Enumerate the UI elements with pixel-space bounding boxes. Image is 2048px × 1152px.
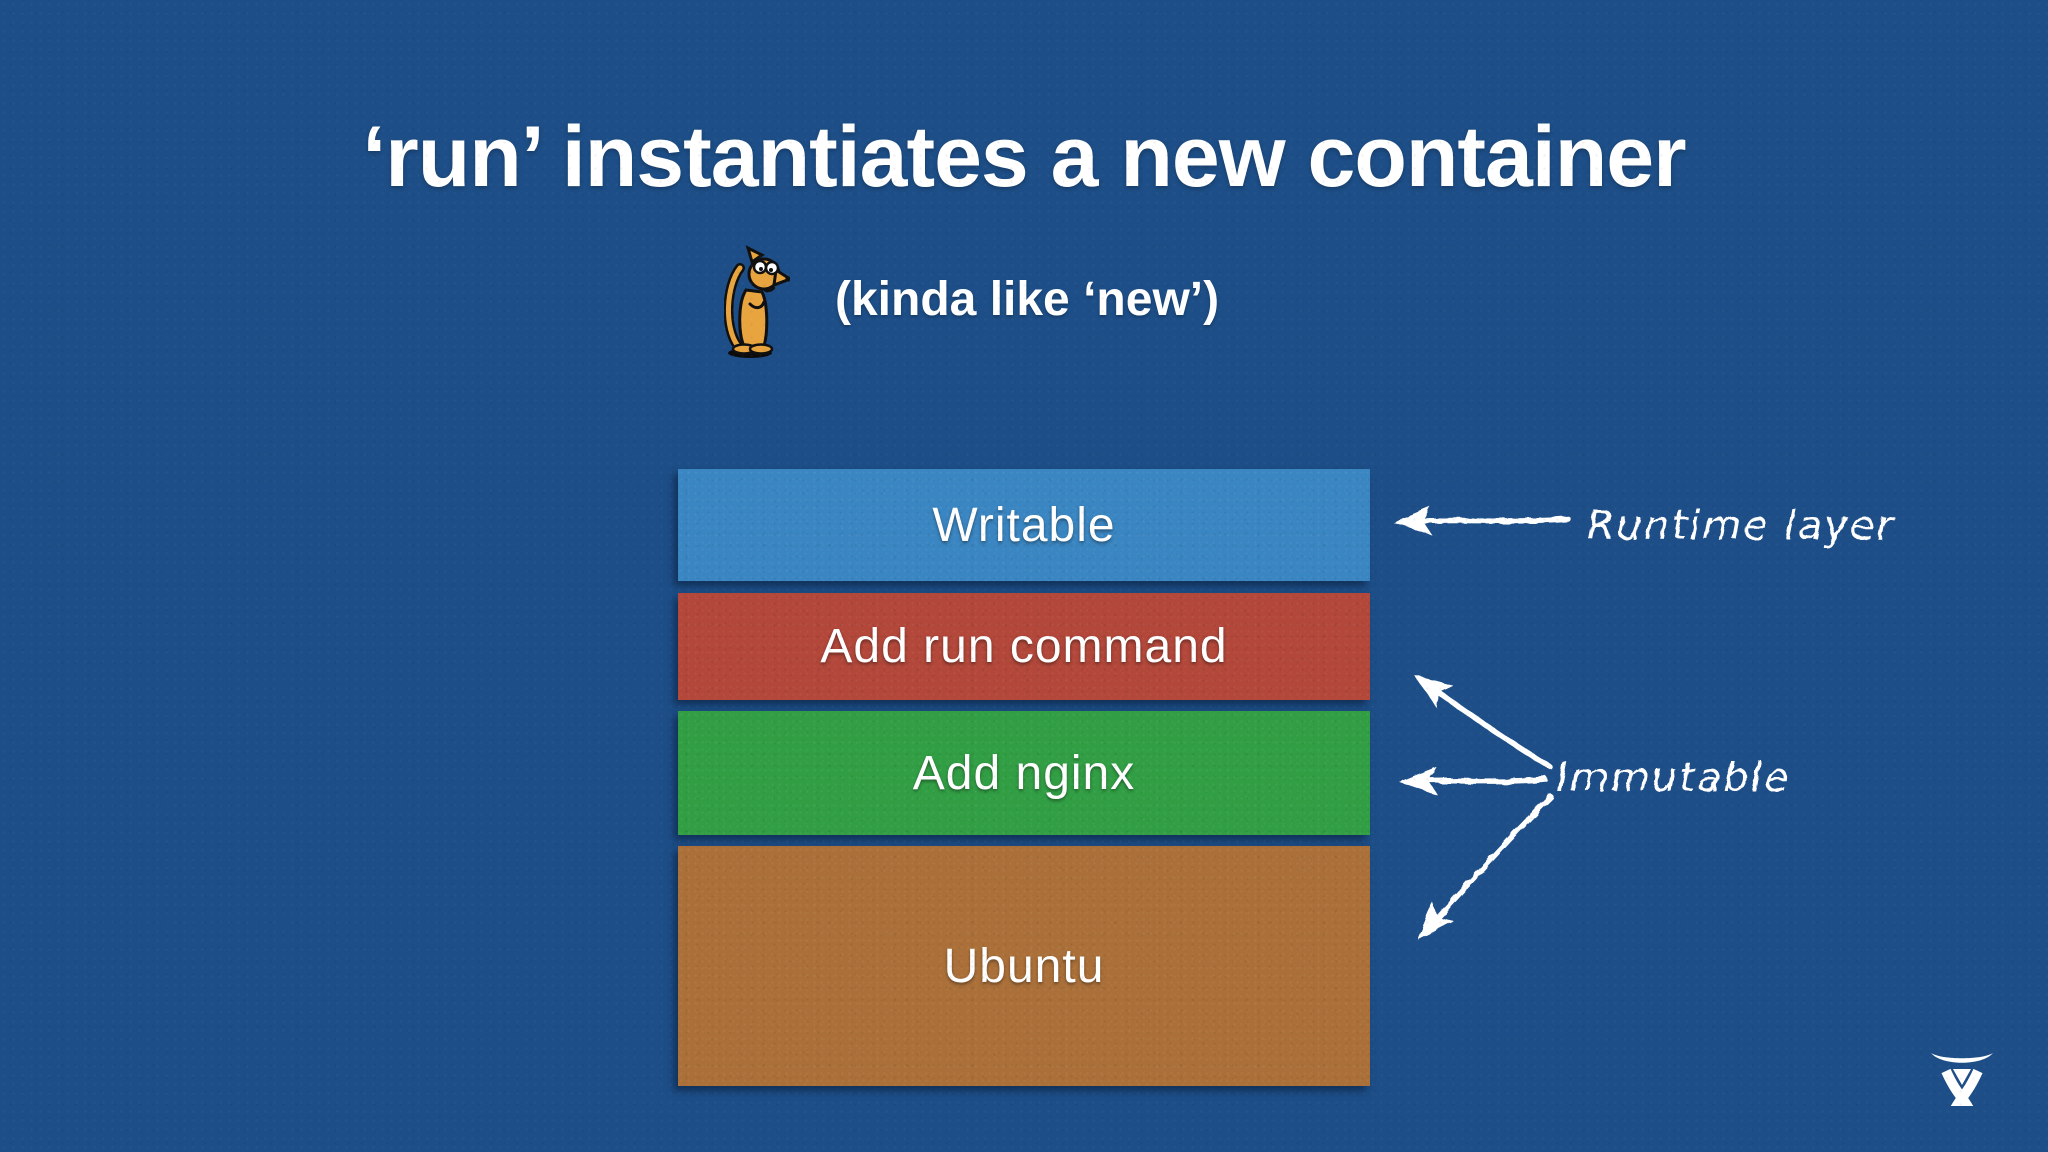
slide-title: ‘run’ instantiates a new container [362,109,1686,205]
annotation-runtime-layer: Runtime layer [1587,503,1895,549]
image-layer-stack: Writable Add run command Add nginx Ubunt… [678,469,1370,1086]
layer-writable-label: Writable [932,498,1116,552]
layer-ubuntu-label: Ubuntu [943,939,1105,993]
layer-writable: Writable [678,469,1370,581]
atlassian-logo-icon [1926,1040,1998,1132]
annotation-immutable: Immutable [1556,755,1790,801]
layer-add-nginx-label: Add nginx [912,746,1136,800]
layer-ubuntu: Ubuntu [678,846,1370,1086]
layer-add-run-command: Add run command [678,593,1370,700]
chalk-arrow-immutable-bottom [1417,794,1554,940]
slide-subtitle: (kinda like ‘new’) [835,273,1220,326]
chalk-arrow-immutable-middle [1399,766,1548,795]
dog-mascot-icon [723,242,794,360]
layer-add-run-command-label: Add run command [820,620,1228,673]
chalk-arrow-runtime [1393,506,1571,535]
chalk-arrow-immutable-top [1414,675,1552,769]
layer-add-nginx: Add nginx [678,711,1370,835]
